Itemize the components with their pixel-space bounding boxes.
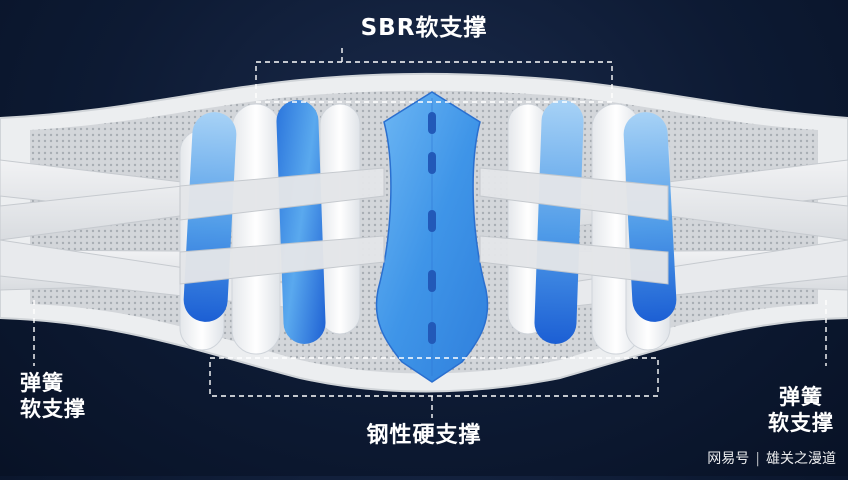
- left-spring-soft-support-label: 弹簧 软支撑: [20, 370, 86, 423]
- right-label-line-1: 弹簧: [779, 385, 823, 409]
- watermark: 网易号 | 雄关之漫道: [707, 448, 836, 468]
- watermark-author: 雄关之漫道: [766, 451, 836, 467]
- center-cross-straps: [179, 167, 669, 285]
- watermark-separator: |: [755, 451, 760, 467]
- sbr-soft-support-label: SBR软支撑: [360, 15, 488, 41]
- left-label-line-2: 软支撑: [20, 397, 86, 422]
- steel-rigid-plate: [375, 91, 489, 383]
- callout-dashed-lines: [33, 46, 827, 418]
- watermark-source: 网易号: [707, 451, 750, 467]
- left-label-line-1: 弹簧: [20, 371, 64, 395]
- steel-rigid-support-label: 钢性硬支撑: [366, 423, 482, 448]
- right-label-line-2: 软支撑: [768, 411, 834, 436]
- right-spring-soft-support-label: 弹簧 软支撑: [768, 384, 834, 437]
